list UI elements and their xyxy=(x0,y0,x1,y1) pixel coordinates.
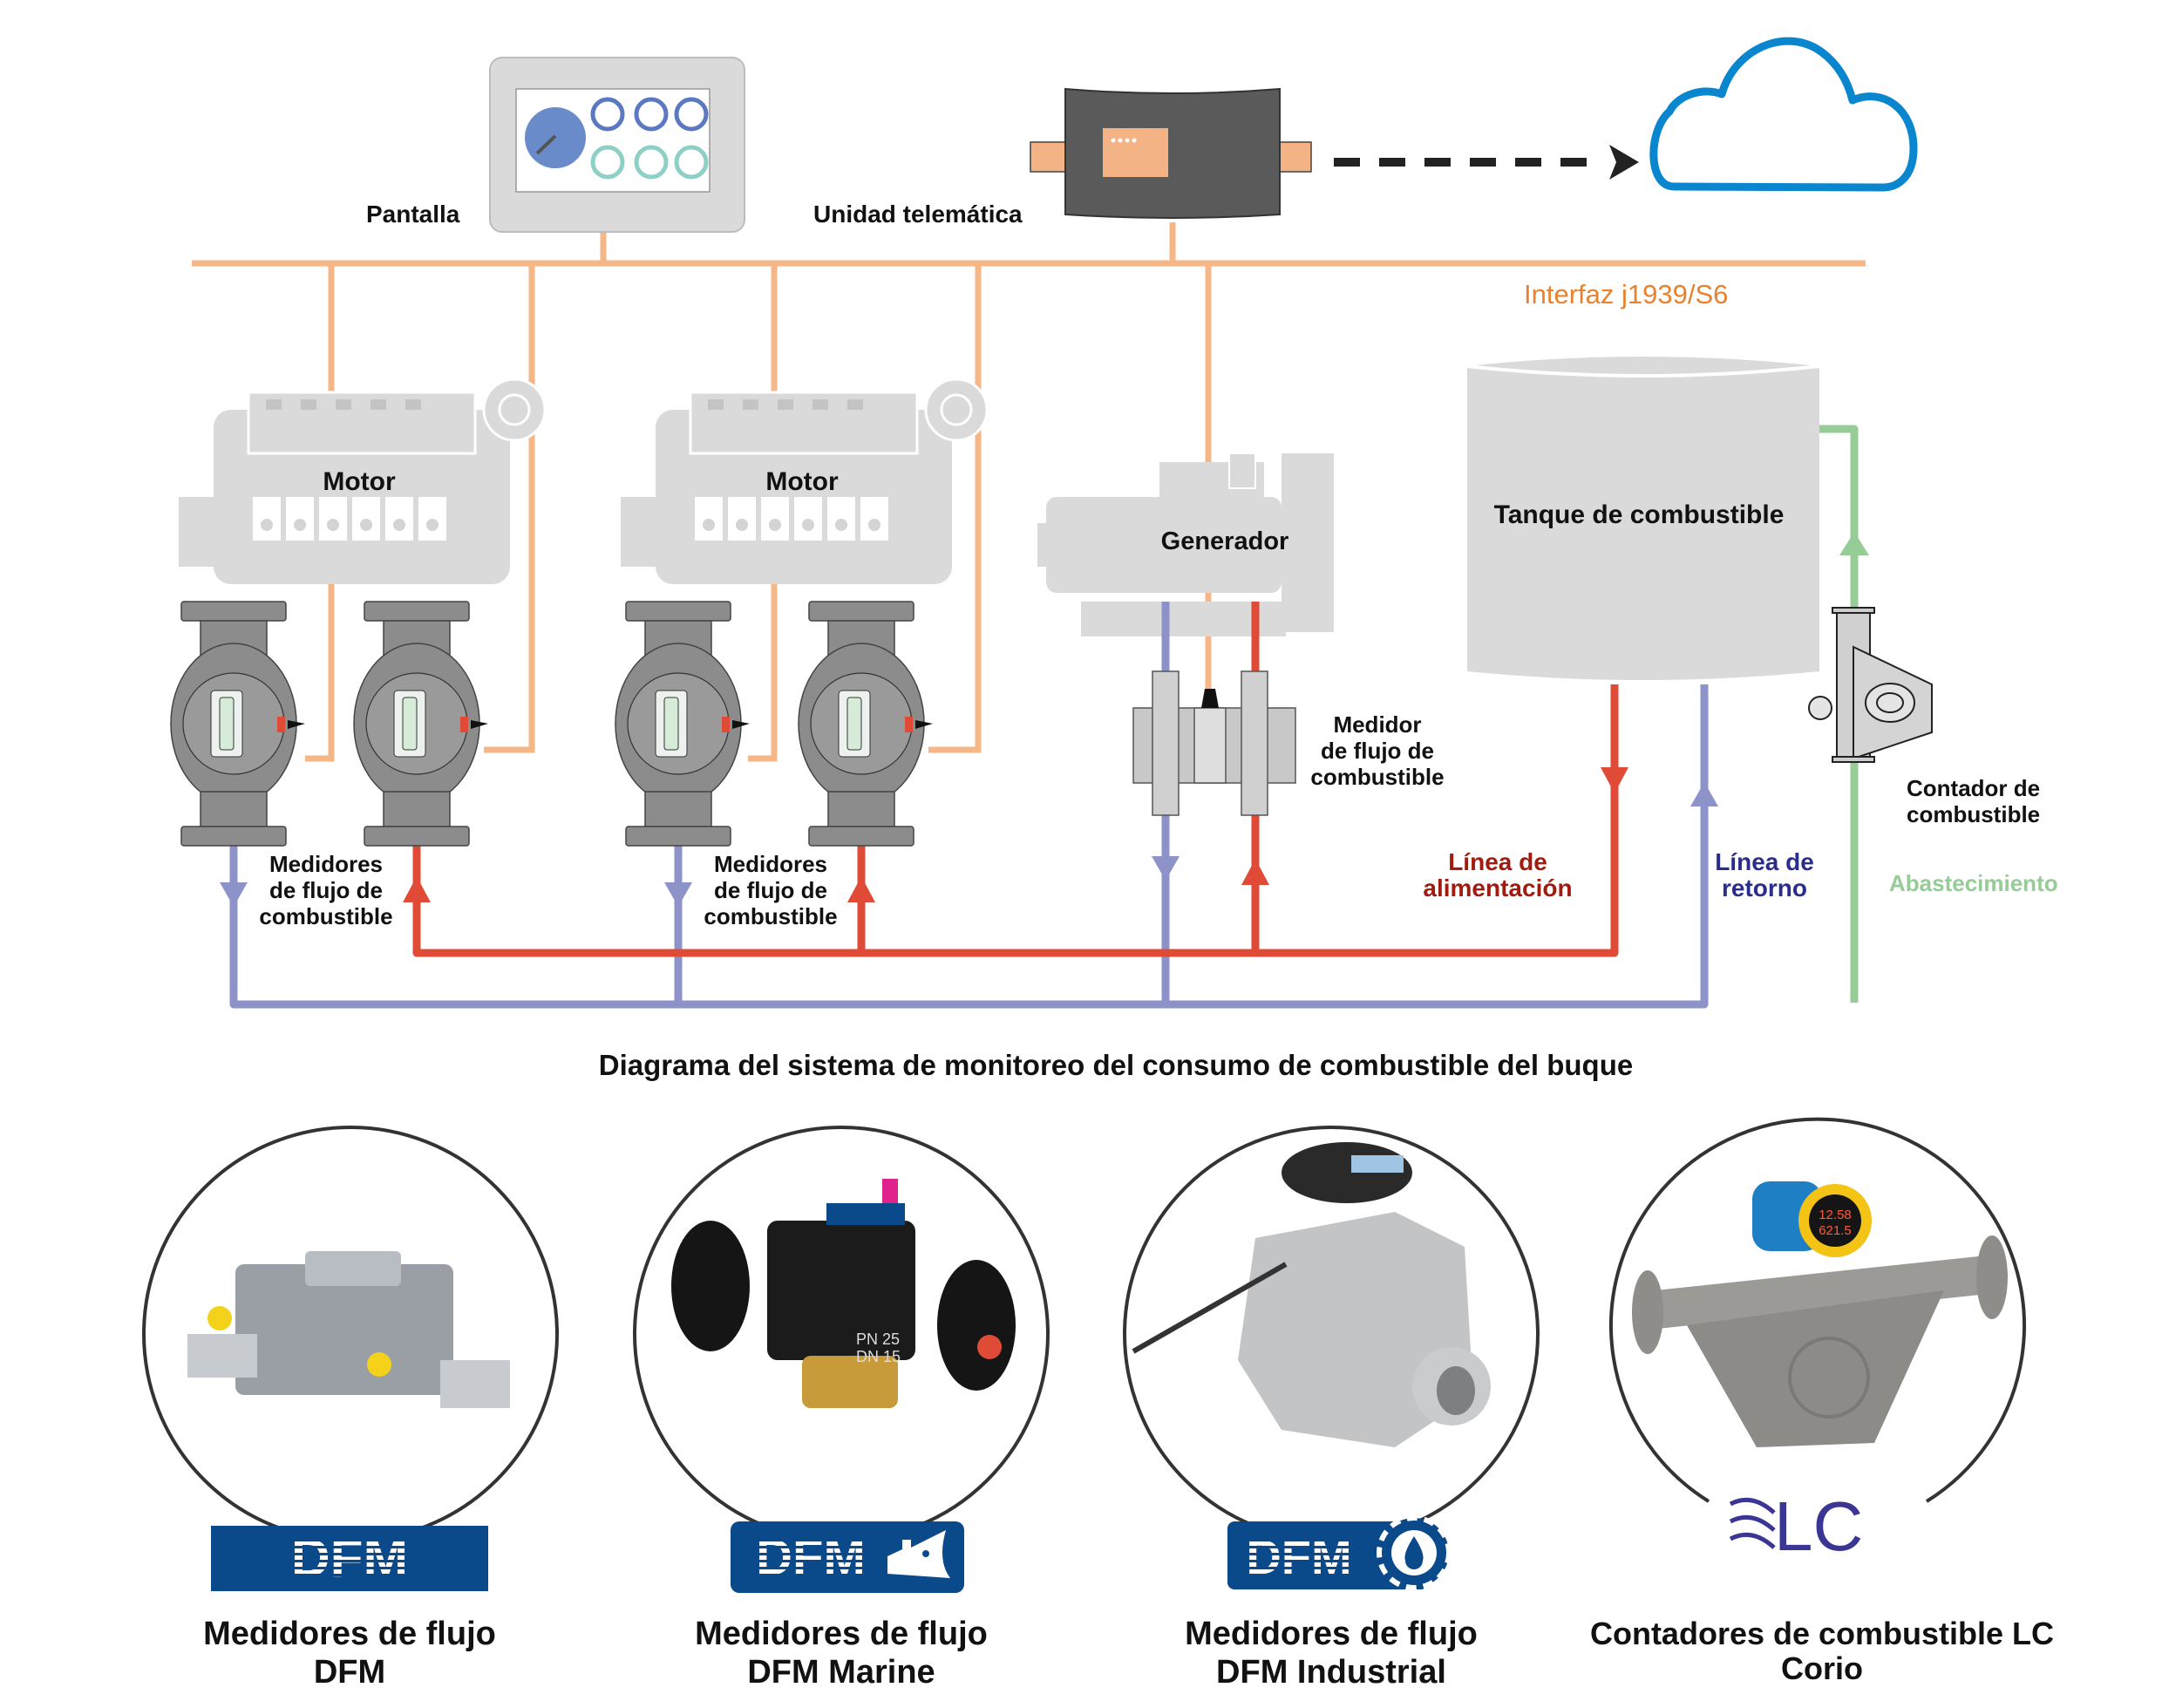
flow-meter-engine2-feed xyxy=(798,601,934,847)
meters-group2-label: Medidores de flujo de combustible xyxy=(704,851,837,929)
display-total-value: 621.5 xyxy=(1819,1223,1852,1238)
product-image-dfm-marine: PN 25 DN 15 xyxy=(671,1179,1016,1408)
generator-label: Generador xyxy=(1161,527,1289,555)
telematics-label: Unidad telemática xyxy=(813,201,1023,228)
arrow-up-icon xyxy=(1690,782,1718,806)
dfm-logo-text: DFM xyxy=(291,1528,408,1589)
device-rating-text: PN 25 xyxy=(856,1330,900,1348)
feed-arrows xyxy=(403,767,1628,902)
label-line: Línea de xyxy=(1448,848,1547,875)
fuel-counter-device xyxy=(1808,607,1933,763)
display-flow-value: 12.58 xyxy=(1819,1208,1852,1222)
meters-group1-label: Medidores de flujo de combustible xyxy=(259,851,392,929)
dfm-logo xyxy=(211,1526,488,1591)
product-card-dfm[interactable]: DFM Medidores de flujo DFM xyxy=(142,1126,559,1691)
product-image-dfm xyxy=(187,1251,510,1408)
return-line-label: Línea de retorno xyxy=(1715,848,1814,902)
label-line: Medidores xyxy=(714,851,827,877)
cloud-icon xyxy=(1649,37,1918,192)
engine1-label: Motor xyxy=(323,467,396,496)
fuel-tank xyxy=(1466,357,1820,680)
product-card-dfm-marine[interactable]: PN 25 DN 15 DFM Medidores de flujo DFM M… xyxy=(633,1126,1050,1691)
arrow-down-icon xyxy=(1601,767,1628,793)
arrow-down-icon xyxy=(664,882,692,907)
product-subtitle: DFM Marine xyxy=(747,1654,935,1691)
product-subtitle: Corio xyxy=(1781,1650,1863,1686)
arrow-up-icon xyxy=(847,876,875,902)
display-label: Pantalla xyxy=(366,201,460,228)
dfm-marine-logo xyxy=(731,1521,964,1593)
flow-meter-generator xyxy=(1132,670,1296,816)
product-subtitle: DFM xyxy=(314,1654,385,1691)
label-line: retorno xyxy=(1722,874,1807,902)
label-line: Contador de xyxy=(1907,775,2040,801)
display-device xyxy=(489,57,745,233)
label-line: combustible xyxy=(704,903,837,929)
label-line: de flujo de xyxy=(269,877,383,903)
diagram-caption: Diagrama del sistema de monitoreo del co… xyxy=(599,1049,1633,1081)
label-line: de flujo de xyxy=(1321,738,1434,764)
label-line: Medidor xyxy=(1333,711,1421,738)
product-title: Medidores de flujo xyxy=(695,1616,988,1652)
product-title: Medidores de flujo xyxy=(1185,1616,1478,1652)
arrow-up-icon xyxy=(1241,859,1269,885)
supply-line-label: Abastecimiento xyxy=(1889,870,2058,896)
arrow-down-icon xyxy=(220,882,248,907)
label-line: Medidores xyxy=(269,851,383,877)
label-line: de flujo de xyxy=(714,877,827,903)
label-line: combustible xyxy=(1310,764,1444,790)
dfm-industrial-logo xyxy=(1227,1521,1428,1589)
engine2-label: Motor xyxy=(765,467,839,496)
feed-line-label: Línea de alimentación xyxy=(1423,848,1572,902)
return-arrows xyxy=(220,782,1718,907)
product-title: Medidores de flujo xyxy=(203,1616,496,1652)
arrow-up-icon xyxy=(403,876,431,902)
flow-meter-engine2-return xyxy=(615,601,751,847)
counter-label: Contador de combustible xyxy=(1907,775,2040,827)
product-title: Contadores de combustible LC xyxy=(1590,1616,2054,1651)
ship-icon xyxy=(887,1530,950,1578)
gear-drop-icon xyxy=(1377,1515,1452,1590)
product-subtitle: DFM Industrial xyxy=(1216,1654,1446,1691)
lc-logo: LC xyxy=(1729,1487,1863,1565)
dfm-logo-text: DFM xyxy=(1246,1529,1351,1584)
supply-line xyxy=(1819,425,1869,1003)
arrow-down-icon xyxy=(1152,856,1180,881)
label-line: combustible xyxy=(259,903,392,929)
dashed-arrow-right-icon xyxy=(1334,145,1639,180)
label-line: combustible xyxy=(1907,801,2040,827)
product-card-lc-corio[interactable]: 12.58 621.5 LC Contadores de combustible… xyxy=(1590,1117,2054,1686)
lc-logo-text: LC xyxy=(1774,1487,1863,1565)
arrow-up-icon xyxy=(1839,532,1869,555)
flow-meter-engine1-return xyxy=(170,601,306,847)
generator-meter-label: Medidor de flujo de combustible xyxy=(1310,711,1444,790)
dfm-logo-text: DFM xyxy=(756,1529,866,1586)
label-line: alimentación xyxy=(1423,874,1572,902)
bus-label: Interfaz j1939/S6 xyxy=(1524,279,1728,310)
flow-meter-engine1-feed xyxy=(353,601,489,847)
tank-label: Tanque de combustible xyxy=(1494,500,1785,529)
product-image-lc-corio: 12.58 621.5 xyxy=(1632,1181,2008,1447)
product-image-dfm-industrial xyxy=(1132,1142,1491,1447)
generator-illustration xyxy=(1037,453,1334,636)
telematics-unit xyxy=(1030,87,1312,219)
label-line: Línea de xyxy=(1715,848,1814,875)
product-card-dfm-industrial[interactable]: DFM Medidores de flujo DFM Industrial xyxy=(1123,1126,1540,1691)
waves-icon xyxy=(1729,1497,1776,1549)
device-size-text: DN 15 xyxy=(856,1348,901,1365)
gauge-icons xyxy=(590,97,709,180)
